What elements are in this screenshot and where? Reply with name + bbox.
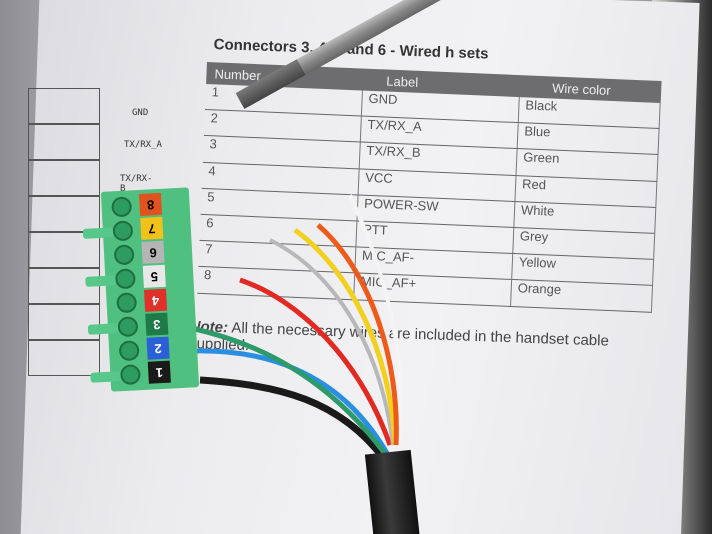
diagram-label-txrx-b: TX/RX-B — [120, 174, 153, 194]
diagram-slot — [28, 196, 100, 232]
pin-label-3: 3 — [145, 312, 169, 336]
diagram-label-gnd: GND — [132, 108, 149, 118]
pin-label-2: 2 — [146, 336, 170, 360]
terminal-tab — [85, 275, 116, 287]
diagram-slot — [28, 160, 100, 196]
diagram-slot — [28, 232, 100, 268]
terminal-block: 8 7 6 5 4 3 2 1 — [81, 187, 201, 392]
pin-label-4: 4 — [143, 288, 168, 312]
terminal-tab — [87, 323, 119, 335]
diagram-slot — [28, 340, 100, 376]
pin-label-5: 5 — [142, 264, 166, 288]
diagram-slot — [28, 304, 100, 340]
pin-label-8: 8 — [138, 192, 163, 216]
diagram-slot — [28, 88, 100, 124]
diagram-label-txrx-a: TX/RX_A — [124, 140, 162, 150]
pin-label-6: 6 — [141, 240, 165, 264]
pin-label-7: 7 — [140, 216, 164, 240]
terminal-tab — [90, 371, 121, 383]
terminal-tab — [82, 227, 114, 239]
connector-diagram: GND TX/RX_A TX/RX-B — [28, 88, 162, 388]
pin-label-1: 1 — [147, 360, 171, 384]
diagram-slot — [28, 124, 100, 160]
